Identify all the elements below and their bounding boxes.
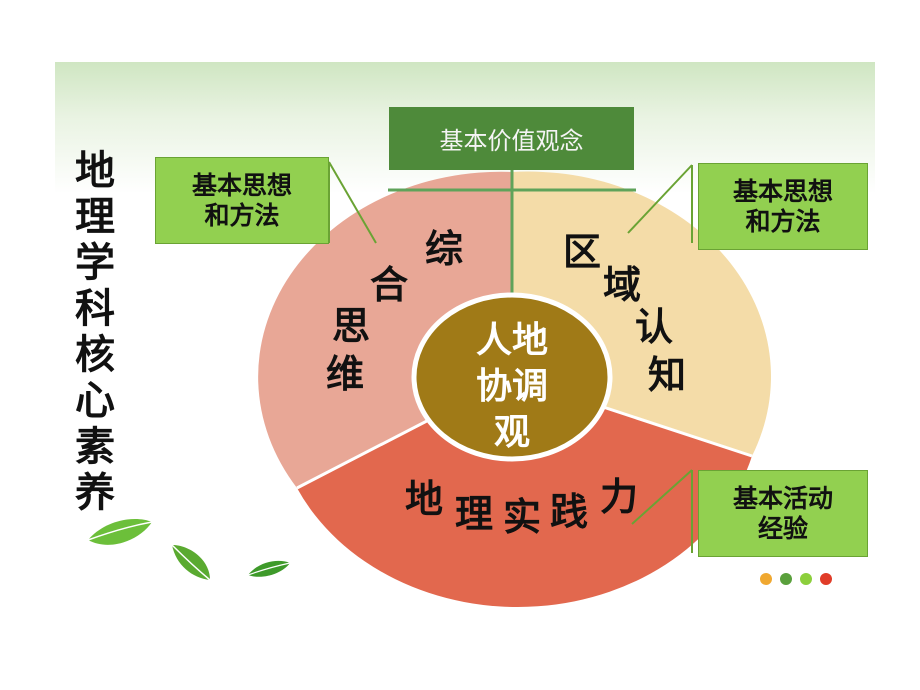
leader-right-bottom [631, 469, 693, 525]
left-char-3: 思 [332, 304, 370, 348]
dot [760, 573, 772, 585]
bottom-char-1: 地 [405, 477, 443, 521]
bottom-char-3: 实 [503, 495, 541, 539]
left-char-1: 综 [425, 227, 463, 271]
right-method-box: 基本思想 和方法 [698, 163, 868, 250]
leaf-icon [171, 544, 211, 581]
leaf-icon [247, 560, 291, 577]
bottom-char-5: 力 [600, 475, 638, 519]
leaf-icon [87, 519, 153, 545]
top-value-box: 基本价值观念 [389, 107, 634, 170]
dot [800, 573, 812, 585]
dot [780, 573, 792, 585]
left-char-4: 维 [326, 352, 364, 396]
center-line-2: 协调 [476, 366, 548, 407]
bottom-char-2: 理 [455, 492, 493, 536]
segment-bottom [297, 377, 752, 607]
dot [820, 573, 832, 585]
right-char-1: 区 [563, 230, 601, 274]
bottom-char-4: 践 [550, 490, 588, 534]
center-circle [411, 292, 613, 462]
leader-right-top [627, 164, 693, 234]
left-char-2: 合 [370, 263, 408, 307]
activity-experience-box: 基本活动 经验 [698, 470, 868, 557]
leader-left [328, 161, 377, 244]
right-char-4: 知 [648, 353, 686, 397]
center-line-3: 观 [494, 412, 530, 453]
center-line-1: 人地 [476, 320, 548, 361]
right-char-2: 域 [603, 263, 641, 307]
right-char-3: 认 [635, 305, 673, 349]
decorative-dots [760, 573, 832, 585]
left-method-box: 基本思想 和方法 [155, 157, 329, 244]
vertical-title: 地理学科核心素养 [75, 148, 115, 516]
